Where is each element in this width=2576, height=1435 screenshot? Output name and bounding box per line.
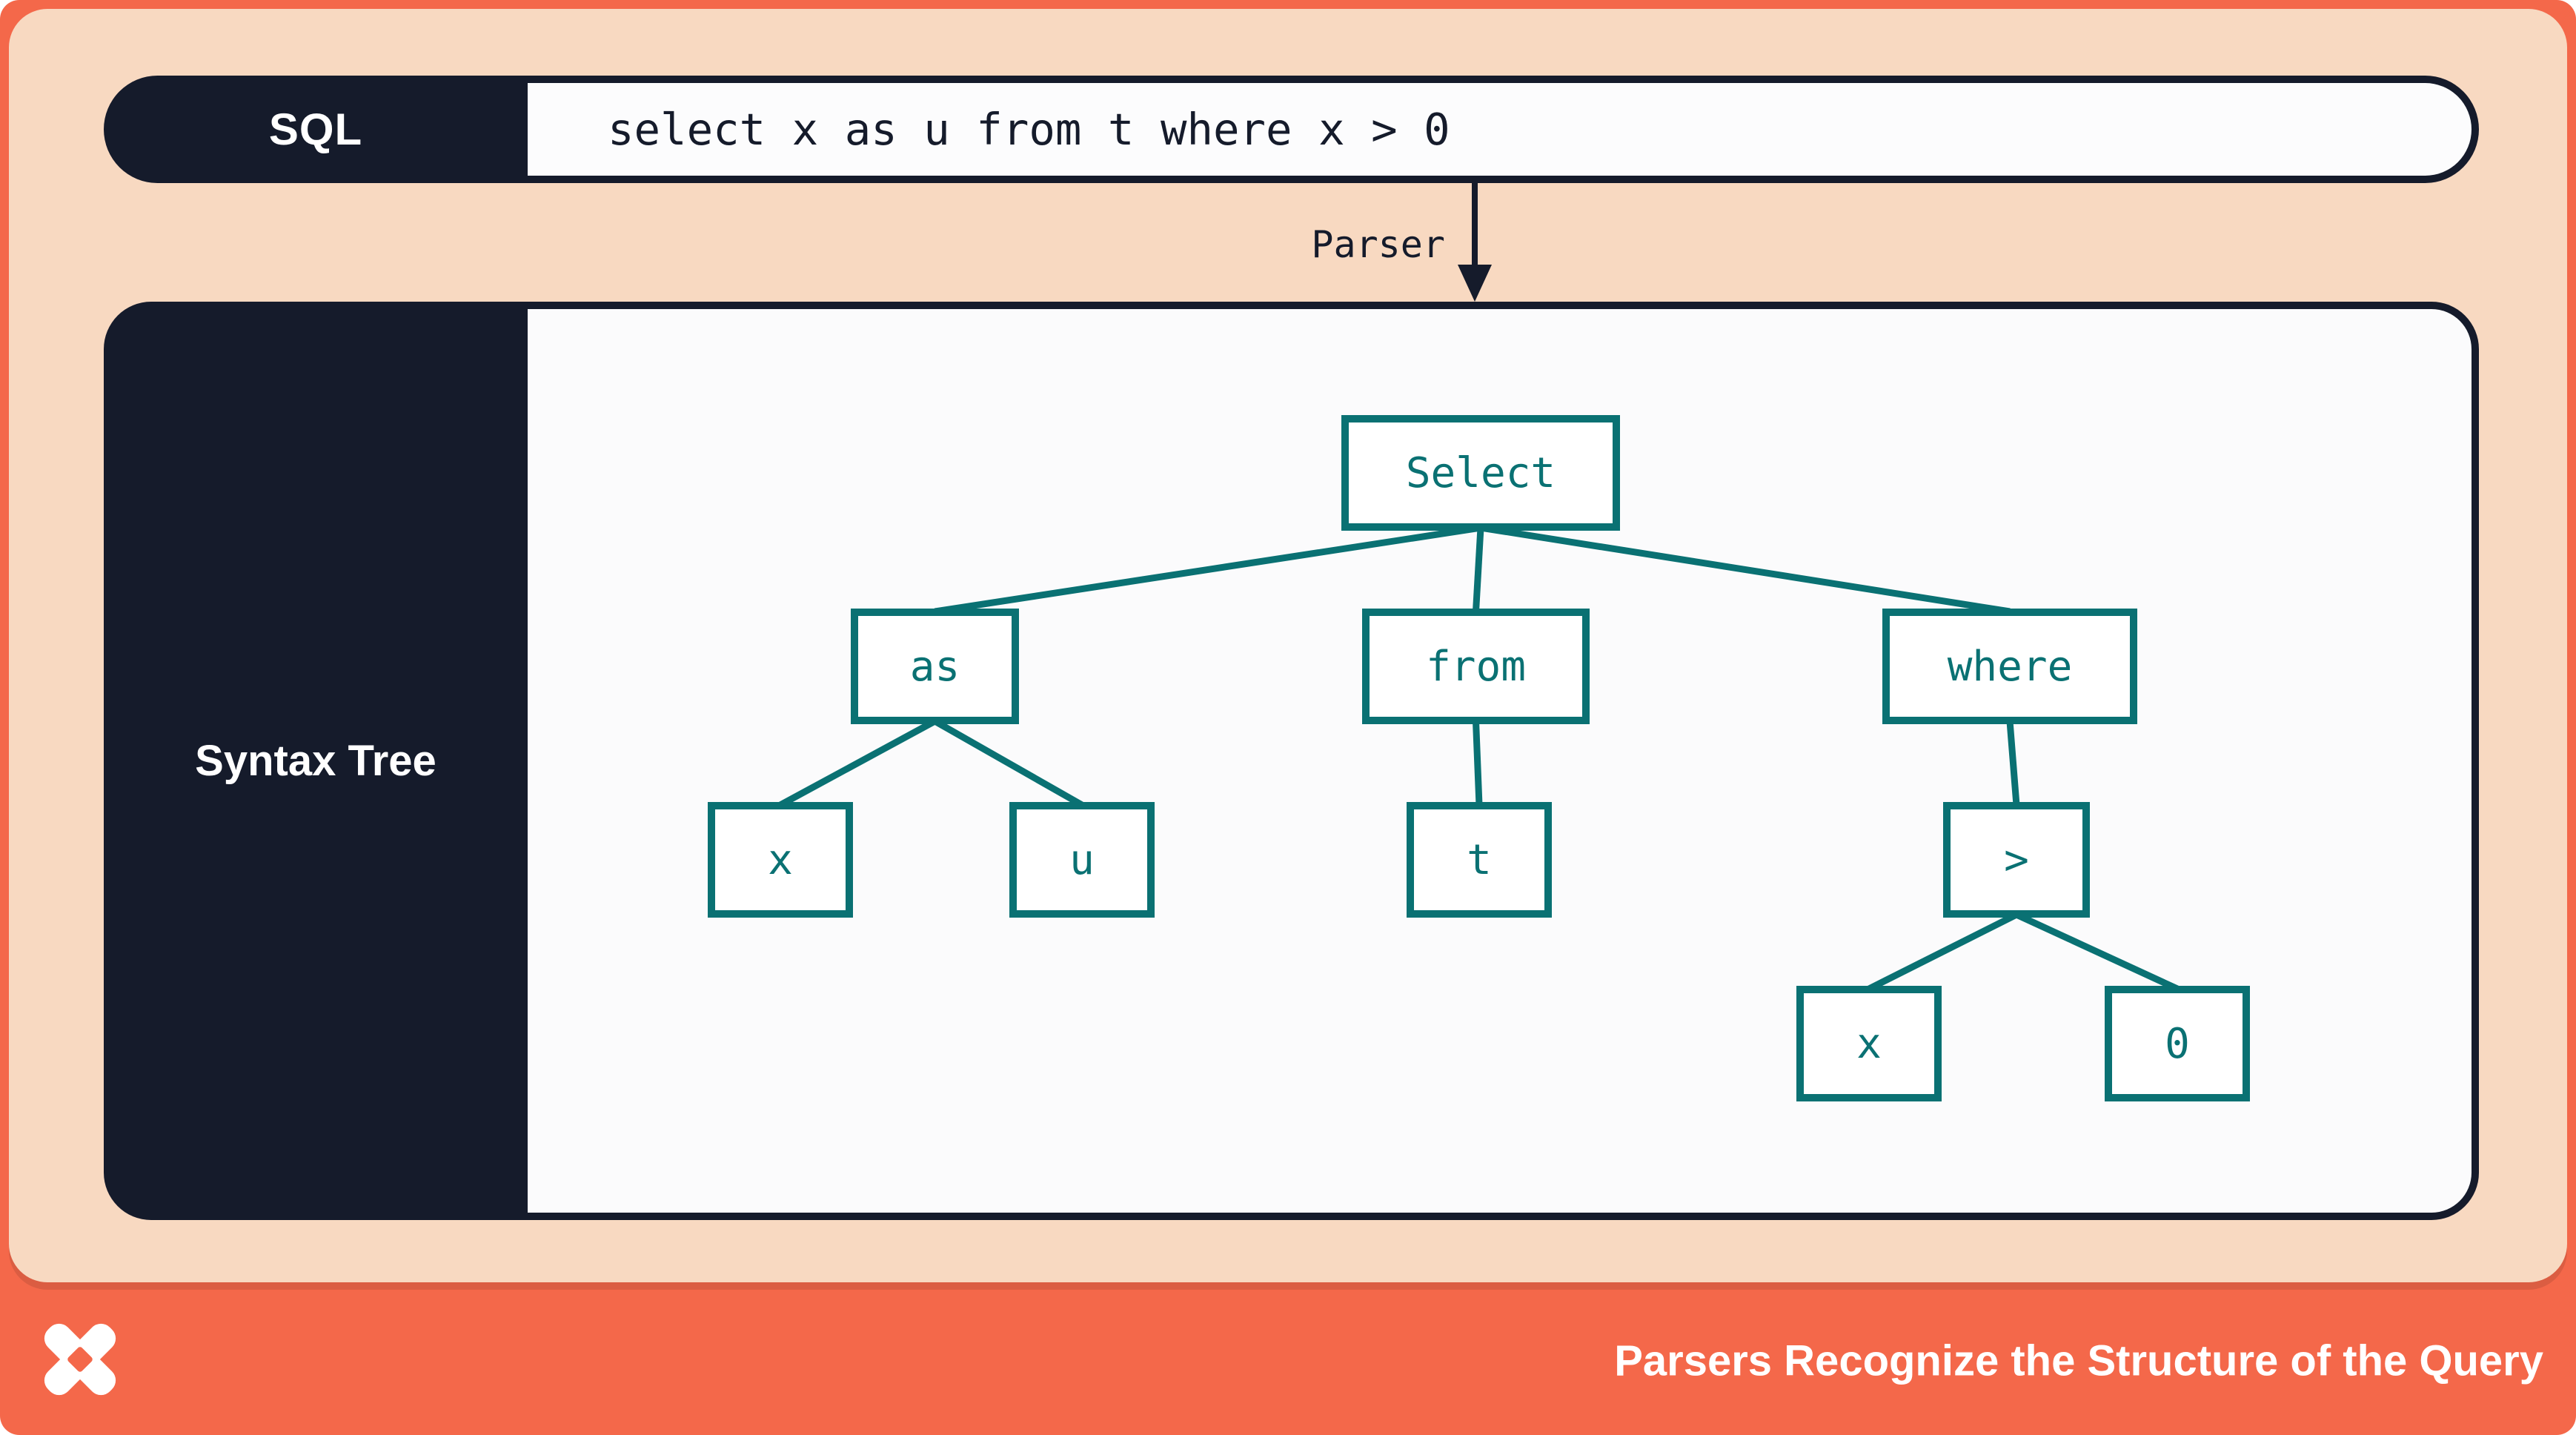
dx-pinwheel-logo-icon (39, 1318, 122, 1401)
syntax-tree-label: Syntax Tree (195, 737, 436, 785)
tree-node-label: t (1467, 835, 1492, 884)
tree-node-label: from (1426, 642, 1526, 691)
sql-bar: SQL select x as u from t where x > 0 (104, 76, 2479, 183)
parser-arrow-line (1472, 183, 1478, 269)
parser-label: Parser (1311, 223, 1445, 266)
tree-node-label: x (1856, 1019, 1882, 1068)
tree-node-from: from (1362, 609, 1590, 724)
tree-node-select: Select (1341, 415, 1620, 531)
tree-node-x2: x (1796, 986, 1942, 1101)
tree-node-label: 0 (2165, 1019, 2190, 1068)
tree-node-x1: x (708, 802, 853, 918)
tree-node-label: x (768, 835, 793, 884)
tree-node-label: Select (1405, 448, 1556, 497)
tree-node-gt: > (1943, 802, 2090, 918)
footer-title: Parsers Recognize the Structure of the Q… (1614, 1336, 2543, 1385)
parser-arrow-head-icon (1458, 265, 1492, 302)
tree-node-u: u (1009, 802, 1155, 918)
tree-node-zero: 0 (2105, 986, 2250, 1101)
tree-node-label: > (2004, 835, 2029, 884)
sql-bar-label: SQL (268, 105, 363, 154)
sql-query-box: select x as u from t where x > 0 (528, 83, 2472, 176)
tree-node-label: u (1069, 835, 1095, 884)
tree-node-label: as (909, 642, 960, 691)
tree-node-where: where (1882, 609, 2137, 724)
sql-query-text: select x as u from t where x > 0 (608, 104, 1450, 155)
sql-bar-label-area: SQL (104, 76, 528, 183)
tree-node-t: t (1407, 802, 1552, 918)
syntax-tree-label-area: Syntax Tree (104, 302, 528, 1220)
tree-node-label: where (1947, 642, 2073, 691)
tree-node-as: as (851, 609, 1019, 724)
